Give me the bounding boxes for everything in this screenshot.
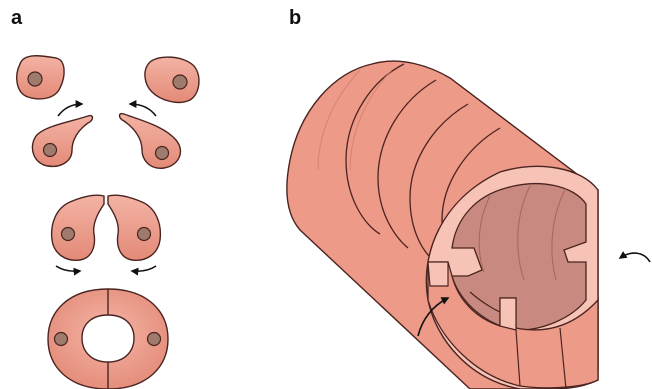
curved-arrow: [58, 104, 82, 116]
nucleus: [62, 228, 75, 241]
curved-arrow: [620, 253, 650, 262]
nucleus: [148, 333, 161, 346]
panel-a-group: [17, 56, 199, 389]
cell-mid-left: [32, 116, 92, 167]
cell-top-left: [17, 56, 64, 99]
curved-arrow: [132, 266, 156, 271]
cell-pair-right: [108, 195, 160, 260]
panel-b-group: [287, 61, 650, 389]
nucleus: [44, 144, 57, 157]
curved-arrow: [56, 266, 80, 271]
cell-top-right: [145, 57, 199, 102]
cut-notch-rim: [428, 262, 448, 286]
cut-notch-rim: [500, 298, 516, 330]
nucleus: [55, 333, 68, 346]
nucleus: [156, 147, 169, 160]
nucleus: [28, 72, 42, 86]
nucleus: [173, 75, 187, 89]
nucleus: [138, 228, 151, 241]
cell-mid-right: [120, 114, 181, 169]
cell-pair-left: [52, 195, 104, 260]
cell-ring: [48, 289, 168, 389]
curved-arrow: [130, 104, 156, 116]
